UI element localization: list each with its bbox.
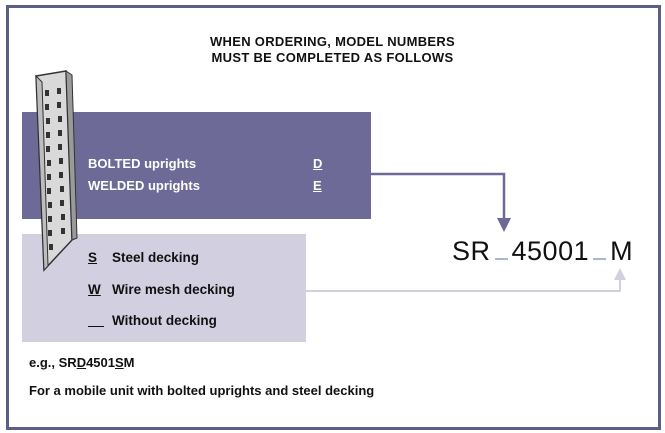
upright-option-bolted: BOLTED uprights D <box>88 156 322 171</box>
uprights-panel: BOLTED uprights D WELDED uprights E <box>22 112 371 219</box>
decking-code: W <box>88 282 101 297</box>
decking-code-blank <box>88 313 104 327</box>
example-middle: 4501 <box>86 355 115 370</box>
uprights-arrowhead-icon <box>497 218 511 232</box>
model-number: SR 45001 M <box>452 236 633 267</box>
upright-label: BOLTED uprights <box>88 156 197 171</box>
model-slot-decking <box>593 258 607 260</box>
decking-label: Wire mesh decking <box>112 282 235 297</box>
heading-line-2: MUST BE COMPLETED AS FOLLOWS <box>211 50 454 65</box>
heading: WHEN ORDERING, MODEL NUMBERS MUST BE COM… <box>0 34 665 66</box>
upright-code: D <box>313 156 323 171</box>
example-suffix: M <box>123 355 135 370</box>
decking-label: Steel decking <box>112 250 200 265</box>
upright-post-icon <box>35 70 78 272</box>
upright-code: E <box>313 178 322 193</box>
decking-option-none: Without decking <box>88 313 217 328</box>
decking-panel: S Steel decking W Wire mesh decking Withou… <box>22 234 306 342</box>
decking-arrow <box>306 276 621 292</box>
decking-arrowhead-icon <box>614 268 626 280</box>
upright-label: WELDED uprights <box>88 178 200 193</box>
example-prefix: e.g., SR <box>29 355 77 370</box>
example-code-uprights: D <box>76 355 87 370</box>
uprights-arrow <box>371 172 506 222</box>
heading-line-1: WHEN ORDERING, MODEL NUMBERS <box>209 34 456 49</box>
model-slot-uprights <box>494 258 508 260</box>
decking-label: Without decking <box>112 313 217 328</box>
model-prefix: SR <box>452 236 491 266</box>
decking-code: S <box>88 250 98 265</box>
model-suffix: M <box>610 236 634 266</box>
example-code-decking: S <box>115 355 124 370</box>
decking-option-wire-mesh: W Wire mesh decking <box>88 282 235 297</box>
model-series: 45001 <box>511 236 590 266</box>
decking-option-steel: S Steel decking <box>88 250 199 265</box>
upright-option-welded: WELDED uprights E <box>88 178 322 193</box>
example-model: e.g., SRD4501SM <box>29 355 135 370</box>
example-note: For a mobile unit with bolted uprights a… <box>29 383 375 398</box>
